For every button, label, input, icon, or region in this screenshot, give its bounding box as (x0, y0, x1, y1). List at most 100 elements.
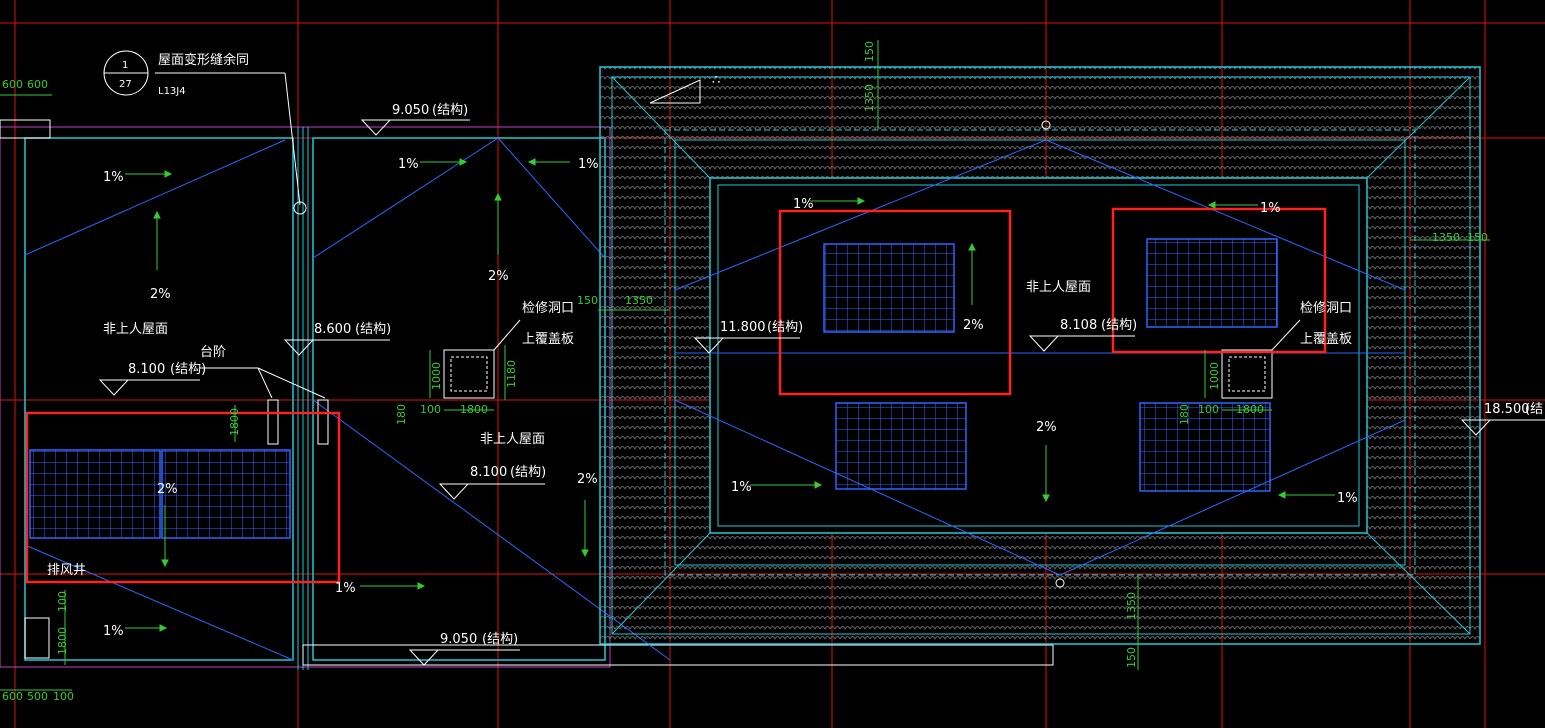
bay-2-outline (312, 137, 606, 661)
slope-label: 2% (488, 269, 509, 284)
ridge-line (497, 137, 606, 259)
solar-panel (1146, 238, 1278, 328)
parapet-outline (0, 126, 611, 668)
roof-label: 非上人屋面 (103, 322, 168, 337)
elevation-value: 18.500 (1484, 402, 1530, 417)
hip-line (611, 76, 711, 179)
solar-panels (29, 238, 1278, 539)
detail-callout-atlas: L13J4 (158, 86, 186, 97)
highlight-boxes (25, 207, 1327, 584)
elevation-suffix: (结构) (432, 103, 468, 118)
slope-label: 1% (103, 170, 124, 185)
elevation-suffix: (结 (1525, 402, 1543, 417)
elevation-value: 8.100 (470, 465, 507, 480)
solar-panel (161, 449, 291, 539)
elevation-value: 8.108 (1060, 318, 1097, 333)
tiled-roof (599, 66, 1481, 645)
dimension-label: 1800 (228, 408, 241, 436)
dimension-label: 150 (1125, 647, 1138, 668)
dimension-label: 1350 (1125, 592, 1138, 620)
slope-label: 1% (335, 581, 356, 596)
dimension-label: 1350 (1432, 231, 1460, 244)
elevation-markers (98, 119, 1545, 666)
elevation-value: 11.800 (720, 320, 766, 335)
drawing-text: 屋面变形缝余同 1 27 L13J4 非上人屋面 非上人屋面 非上人屋面 台阶 … (2, 41, 1543, 703)
dimension-label: 1180 (505, 360, 518, 388)
step-label: 台阶 (200, 345, 226, 360)
cover-plate-label: 上覆盖板 (1300, 332, 1352, 347)
dimension-label: 100 (420, 403, 441, 416)
bay-1-outline (24, 137, 294, 661)
elevation-value: 9.050 (440, 632, 477, 647)
hatch-box (443, 349, 495, 399)
elevation-value: 8.600 (314, 322, 351, 337)
slope-arrows (125, 158, 1335, 632)
dimension-label: 600 (27, 78, 48, 91)
hatch-box (1221, 349, 1273, 399)
slope-label: 1% (398, 157, 419, 172)
dimension-label: 150 (577, 294, 598, 307)
exhaust-shaft-label: 排风井 (47, 563, 86, 578)
slope-label: 1% (793, 197, 814, 212)
dimension-label: 1800 (56, 627, 69, 655)
dimension-label: 1800 (1236, 403, 1264, 416)
dimension-label: 180 (395, 404, 408, 425)
highlight-box (778, 209, 1012, 396)
dimension-label: 100 (1198, 403, 1219, 416)
hip-line (1366, 76, 1471, 179)
step (317, 399, 329, 445)
exhaust-shaft-box (24, 617, 50, 659)
slope-label: 1% (578, 157, 599, 172)
slope-label: 1% (1337, 491, 1358, 506)
dimension-label: 1350 (863, 84, 876, 112)
slope-label: 1% (1260, 201, 1281, 216)
drain-marker (1055, 578, 1065, 588)
dimension-label: 180 (1178, 404, 1191, 425)
dimension-label: 500 (27, 690, 48, 703)
slope-label: 2% (577, 472, 598, 487)
slope-label: 2% (963, 318, 984, 333)
dimension-label: 150 (863, 41, 876, 62)
elevation-triangle (98, 379, 130, 396)
hip-line (1366, 532, 1471, 635)
solar-panel (1139, 402, 1271, 492)
elevation-triangle (408, 649, 440, 666)
elevation-suffix: (结构) (767, 320, 803, 335)
dimension-label: 600 (2, 78, 23, 91)
dimension-label: 1000 (1208, 362, 1221, 390)
roof-label: 非上人屋面 (480, 432, 545, 447)
dimension-label: 1800 (460, 403, 488, 416)
hip-line (611, 532, 711, 635)
north-arrow (649, 79, 701, 104)
solar-panel (835, 402, 967, 490)
slope-label: 1% (103, 624, 124, 639)
ridge-line (24, 544, 294, 661)
elevation-triangle (438, 483, 470, 500)
dimension-label: 100 (56, 591, 69, 612)
dimension-lines (0, 40, 1490, 691)
dimension-label: 600 (2, 690, 23, 703)
solar-panel (29, 449, 161, 539)
highlight-box (25, 411, 341, 584)
elevation-suffix: (结构) (1101, 318, 1137, 333)
ridge-line (1045, 139, 1406, 291)
elevation-suffix: (结构) (170, 362, 206, 377)
dimension-label: 1350 (625, 294, 653, 307)
dimension-label: 150 (1467, 231, 1488, 244)
slope-label: 1% (731, 480, 752, 495)
ridge-line (1059, 419, 1406, 576)
dimension-label: 1000 (430, 362, 443, 390)
elevation-value: 9.050 (392, 103, 429, 118)
cover-plate-label: 上覆盖板 (522, 332, 574, 347)
detail-callout-number: 1 (122, 60, 128, 71)
ridge-line (674, 139, 1047, 291)
slope-label: 2% (150, 287, 171, 302)
hatch-label: 检修洞口 (1300, 301, 1352, 316)
ridge-line (24, 139, 286, 256)
elevation-triangle (283, 339, 315, 356)
step (267, 399, 279, 445)
detail-callout-sheet: 27 (119, 79, 132, 90)
slope-label: 2% (157, 482, 178, 497)
dimension-label: 100 (53, 690, 74, 703)
